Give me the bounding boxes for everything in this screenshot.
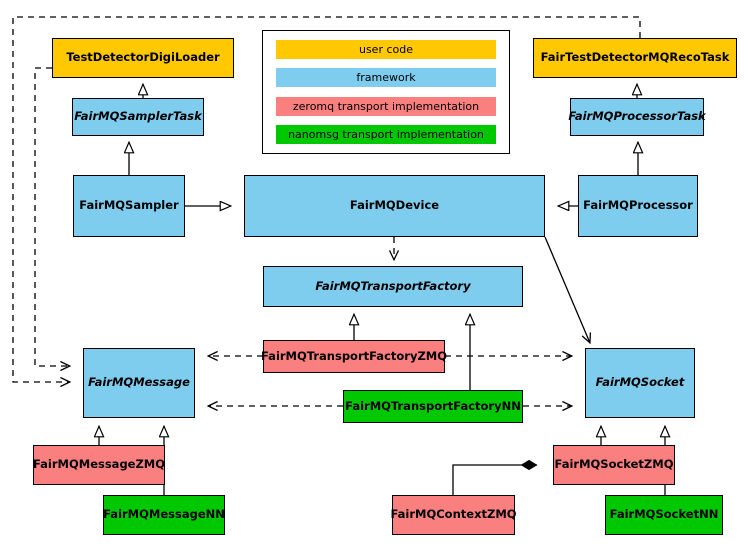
class-box-fairmqtransportfactoryzmq[interactable]: FairMQTransportFactoryZMQ bbox=[261, 340, 447, 373]
class-box-fairmqsampler[interactable]: FairMQSampler bbox=[73, 175, 185, 237]
legend-panel: user code framework zeromq transport imp… bbox=[262, 30, 510, 154]
class-box-fairmqsocket[interactable]: FairMQSocket bbox=[585, 348, 695, 418]
class-box-fairmqsamplertask[interactable]: FairMQSamplerTask bbox=[72, 98, 204, 136]
legend-item-framework: framework bbox=[276, 68, 496, 88]
class-box-fairtestdetectormqrecotask[interactable]: FairTestDetectorMQRecoTask bbox=[533, 38, 737, 78]
class-box-fairmqprocessor[interactable]: FairMQProcessor bbox=[578, 175, 698, 237]
class-box-fairmqprocessortask[interactable]: FairMQProcessorTask bbox=[568, 98, 706, 136]
class-box-fairmqmessagezmq[interactable]: FairMQMessageZMQ bbox=[33, 445, 165, 485]
legend-item-user-code: user code bbox=[276, 40, 496, 59]
edge-contextzmq-to-socketzmq bbox=[452, 465, 537, 495]
class-box-testdetectordigiloader[interactable]: TestDetectorDigiLoader bbox=[52, 38, 234, 78]
class-box-fairmqsocketnn[interactable]: FairMQSocketNN bbox=[605, 495, 723, 535]
legend-item-nanomsg: nanomsg transport implementation bbox=[276, 124, 496, 144]
class-box-fairmqtransportfactory[interactable]: FairMQTransportFactory bbox=[263, 266, 523, 307]
edge-device-to-socket bbox=[544, 236, 590, 343]
class-box-fairmqsocketzmq[interactable]: FairMQSocketZMQ bbox=[553, 445, 675, 485]
edge-recotask-to-message bbox=[12, 16, 641, 382]
class-box-fairmqmessagenn[interactable]: FairMQMessageNN bbox=[103, 495, 225, 535]
class-box-fairmqcontextzmq[interactable]: FairMQContextZMQ bbox=[390, 495, 517, 535]
edge-digiloader-to-message bbox=[34, 67, 70, 366]
class-box-fairmqmessage[interactable]: FairMQMessage bbox=[83, 348, 195, 418]
class-box-fairmqtransportfactorynn[interactable]: FairMQTransportFactoryNN bbox=[343, 390, 523, 423]
legend-item-zeromq: zeromq transport implementation bbox=[276, 96, 496, 116]
class-box-fairmqdevice[interactable]: FairMQDevice bbox=[244, 175, 545, 237]
